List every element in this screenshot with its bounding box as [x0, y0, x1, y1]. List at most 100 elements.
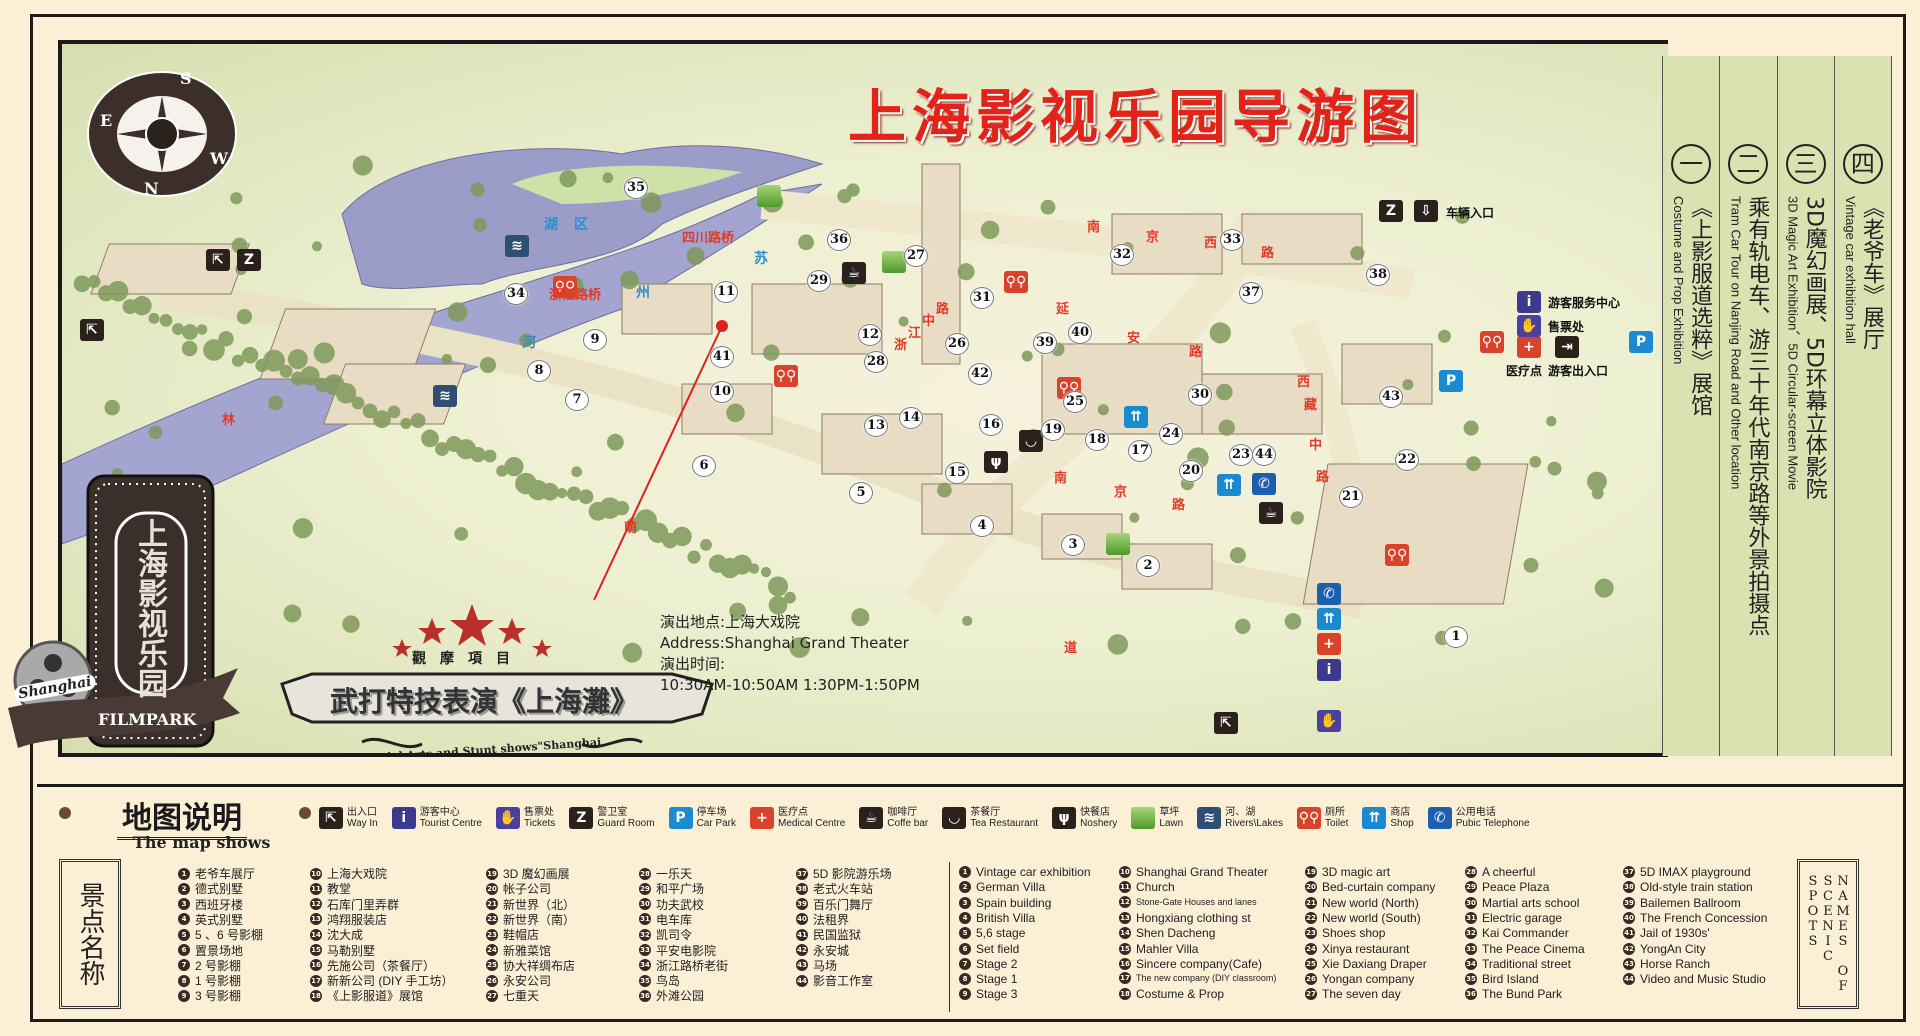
spot-marker-34[interactable]: 34: [504, 283, 528, 305]
spot-marker-19[interactable]: 19: [1041, 419, 1065, 441]
spot-name: 鸟岛: [656, 974, 681, 989]
road-label: 路: [1172, 498, 1186, 513]
spot-marker-29[interactable]: 29: [807, 270, 831, 292]
tree: [898, 316, 909, 327]
spot-marker-33[interactable]: 33: [1220, 229, 1244, 251]
spot-marker-23[interactable]: 23: [1229, 444, 1253, 466]
spot-marker-1[interactable]: 1: [1444, 626, 1468, 648]
panel-text-en: 3D Magic Art Exhibition、5D Circular-scre…: [1785, 196, 1801, 491]
spot-marker-9[interactable]: 9: [583, 329, 607, 351]
spot-marker-38[interactable]: 38: [1366, 264, 1390, 286]
spot-name: Shoes shop: [1322, 926, 1386, 941]
spot-marker-6[interactable]: 6: [692, 455, 716, 477]
spot-marker-28[interactable]: 28: [864, 351, 888, 373]
spot-marker-2[interactable]: 2: [1136, 555, 1160, 577]
spot-marker-32[interactable]: 32: [1110, 244, 1134, 266]
tree: [686, 247, 705, 265]
spot-name: German Villa: [976, 880, 1046, 895]
spot-list-item: 18《上影服道》展馆: [310, 987, 423, 1004]
spot-marker-36[interactable]: 36: [827, 229, 851, 251]
spot-marker-40[interactable]: 40: [1068, 322, 1092, 344]
spot-marker-41[interactable]: 41: [710, 346, 734, 368]
spot-marker-35[interactable]: 35: [624, 177, 648, 199]
tree: [132, 296, 152, 316]
spot-marker-27[interactable]: 27: [904, 245, 928, 267]
spot-marker-22[interactable]: 22: [1395, 449, 1419, 471]
spot-marker-21[interactable]: 21: [1339, 486, 1363, 508]
spot-marker-30[interactable]: 30: [1188, 384, 1212, 406]
spot-marker-14[interactable]: 14: [899, 407, 923, 429]
spot-marker-25[interactable]: 25: [1063, 391, 1087, 413]
compass-icon: S E W N: [87, 69, 237, 198]
legend-label-cn: 停车场: [696, 807, 727, 818]
spot-name: The seven day: [1322, 987, 1401, 1002]
tree: [1437, 329, 1451, 343]
tree: [937, 482, 952, 498]
spot-marker-17[interactable]: 17: [1128, 440, 1152, 462]
martial-arts-show-banner[interactable]: 觀摩項目 武打特技表演《上海灘》 Martial Arts and Stunt …: [272, 604, 742, 753]
spot-marker-7[interactable]: 7: [565, 389, 589, 411]
spot-marker-10[interactable]: 10: [710, 381, 734, 403]
spot-marker-16[interactable]: 16: [979, 414, 1003, 436]
spot-name: 5D IMAX playground: [1640, 865, 1751, 879]
legend-label-cn: 警卫室: [597, 807, 628, 818]
parking-icon: P: [1629, 331, 1653, 353]
spot-name: Bailemen Ballroom: [1640, 895, 1741, 910]
spot-marker-24[interactable]: 24: [1159, 423, 1183, 445]
spot-number-badge: 9: [959, 988, 971, 1001]
spot-marker-12[interactable]: 12: [858, 324, 882, 346]
spot-name: Shanghai Grand Theater: [1136, 865, 1268, 879]
spot-marker-44[interactable]: 44: [1252, 444, 1276, 466]
spot-marker-11[interactable]: 11: [714, 281, 738, 303]
spot-marker-4[interactable]: 4: [970, 515, 994, 537]
shop-icon: ⇈: [1124, 406, 1148, 428]
spot-marker-26[interactable]: 26: [945, 333, 969, 355]
tree: [687, 550, 701, 564]
spot-name: 鞋帽店: [503, 928, 540, 943]
spot-marker-18[interactable]: 18: [1085, 429, 1109, 451]
spot-marker-8[interactable]: 8: [527, 360, 551, 382]
legend-label-cn: 咖啡厅: [887, 807, 918, 818]
spot-marker-5[interactable]: 5: [849, 482, 873, 504]
tree: [760, 566, 772, 578]
lawn-icon: [882, 251, 906, 273]
tree: [283, 604, 302, 623]
tree: [73, 275, 91, 293]
spot-marker-43[interactable]: 43: [1379, 386, 1403, 408]
spot-name: 凯司令: [656, 928, 693, 943]
spot-marker-39[interactable]: 39: [1033, 332, 1057, 354]
spot-name: Church: [1136, 880, 1175, 895]
spot-marker-42[interactable]: 42: [968, 363, 992, 385]
spot-name: 5D 影院游乐场: [813, 867, 892, 881]
spot-number-badge: 13: [1119, 911, 1131, 924]
tree: [606, 433, 624, 451]
spot-name: 法租界: [813, 912, 850, 927]
spot-marker-13[interactable]: 13: [864, 415, 888, 437]
spot-marker-20[interactable]: 20: [1179, 460, 1203, 482]
spot-name: Yongan company: [1322, 972, 1415, 987]
spot-number-badge: 32: [1465, 927, 1477, 940]
spot-number-badge: 42: [1623, 942, 1635, 955]
spot-number-badge: 25: [486, 959, 498, 972]
spot-name: YongAn City: [1640, 941, 1706, 956]
spot-marker-31[interactable]: 31: [970, 287, 994, 309]
shanghai-filmpark-logo: 上海影视乐园 Shanghai FILMPARK: [8, 458, 243, 762]
spot-marker-3[interactable]: 3: [1061, 534, 1085, 556]
tree: [1290, 511, 1304, 525]
tree: [410, 413, 426, 429]
spot-marker-15[interactable]: 15: [945, 462, 969, 484]
spot-marker-37[interactable]: 37: [1239, 282, 1263, 304]
